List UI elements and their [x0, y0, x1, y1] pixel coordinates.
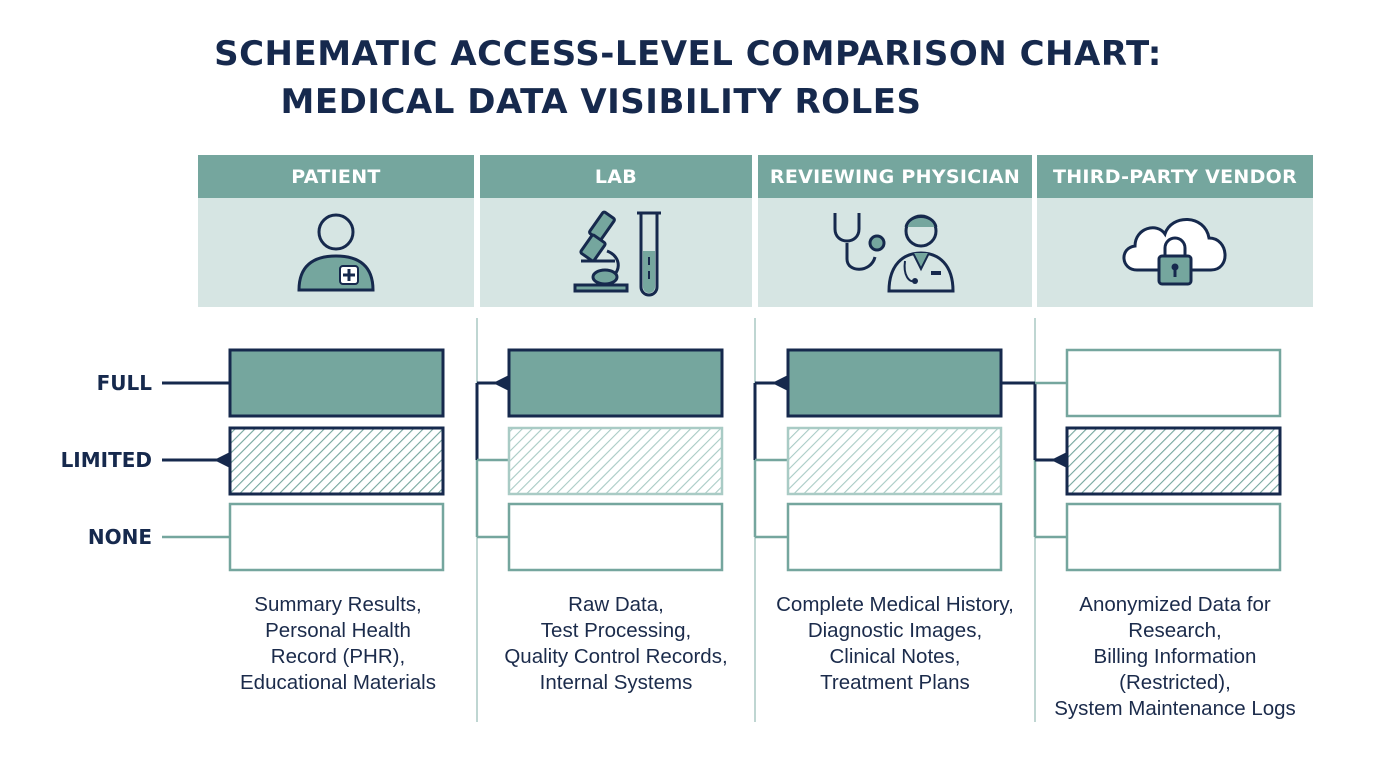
description-third-party-vendor: Anonymized Data for Research, Billing In…: [1054, 593, 1296, 720]
patient-icon: [297, 213, 375, 291]
chart-title-line-2: MEDICAL DATA VISIBILITY ROLES: [280, 82, 922, 122]
chart-title-line-1: SCHEMATIC ACCESS-LEVEL COMPARISON CHART:: [214, 34, 1162, 74]
physician-stethoscope-icon: [833, 212, 955, 292]
column-label-third-party-vendor: THIRD-PARTY VENDOR: [1037, 155, 1313, 198]
microscope-test-tube-icon: [573, 210, 661, 296]
vendor-access-boxes: [1001, 348, 1282, 572]
patient-full-box: [228, 348, 445, 418]
column-header-third-party-vendor: THIRD-PARTY VENDOR: [1037, 155, 1313, 307]
lab-none-box: [507, 502, 724, 572]
physician-full-box: [786, 348, 1003, 418]
vendor-limited-box: [1065, 426, 1282, 496]
description-reviewing-physician: Complete Medical History, Diagnostic Ima…: [776, 593, 1014, 694]
description-lab: Raw Data, Test Processing, Quality Contr…: [504, 593, 728, 694]
lab-access-boxes: [475, 348, 724, 572]
column-label-patient: PATIENT: [198, 155, 474, 198]
lab-full-box: [507, 348, 724, 418]
column-header-reviewing-physician: REVIEWING PHYSICIAN: [758, 155, 1032, 307]
patient-limited-box: [228, 426, 445, 496]
patient-access-boxes: [228, 348, 445, 572]
vendor-none-box: [1065, 502, 1282, 572]
column-header-patient: PATIENT: [198, 155, 474, 307]
physician-access-boxes: [753, 348, 1003, 572]
column-header-lab: LAB: [480, 155, 752, 307]
cloud-lock-icon: [1122, 217, 1227, 285]
physician-limited-box: [786, 426, 1003, 496]
level-label-full: FULL: [96, 371, 152, 395]
physician-none-box: [786, 502, 1003, 572]
column-label-reviewing-physician: REVIEWING PHYSICIAN: [758, 155, 1032, 198]
level-leader-lines: [162, 381, 230, 539]
lab-limited-box: [507, 426, 724, 496]
column-label-lab: LAB: [480, 155, 752, 198]
level-label-limited: LIMITED: [60, 448, 152, 472]
vendor-full-box: [1065, 348, 1282, 418]
description-patient: Summary Results, Personal Health Record …: [240, 593, 436, 694]
level-label-none: NONE: [87, 525, 152, 549]
patient-none-box: [228, 502, 445, 572]
